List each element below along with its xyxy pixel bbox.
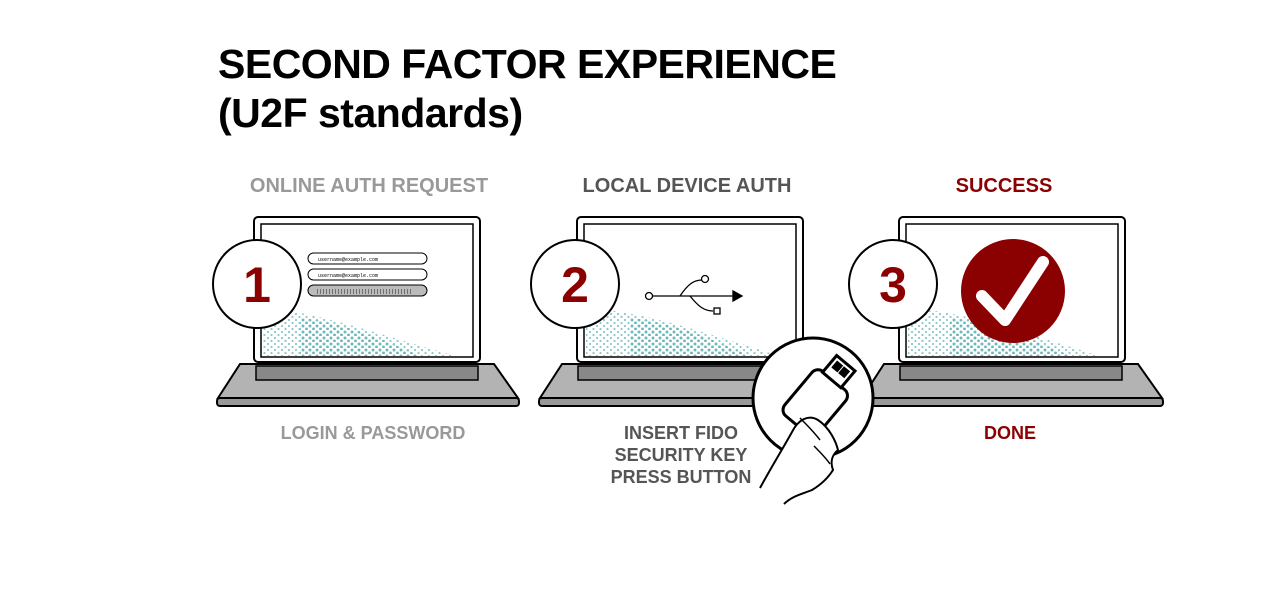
- step-3-sublabel: DONE: [983, 423, 1036, 443]
- step-3-label: SUCCESS: [955, 175, 1053, 197]
- step-3-number-badge: 3: [848, 239, 938, 329]
- step-2-number-badge: 2: [530, 239, 620, 329]
- login-form: username@example.com username@example.co…: [307, 252, 428, 297]
- step-1-number: 1: [243, 257, 271, 313]
- username-field-value: username@example.com: [318, 257, 378, 263]
- title-line-2: (U2F standards): [218, 90, 523, 136]
- step-2-number: 2: [561, 257, 589, 313]
- step-2-sublabel-line-1: INSERT FIDO: [623, 423, 738, 443]
- password-field: [307, 284, 428, 297]
- checkmark-circle-icon: [961, 239, 1065, 343]
- step-1-sublabel: LOGIN & PASSWORD: [280, 423, 466, 443]
- email-field-value: username@example.com: [318, 273, 378, 279]
- step-2-label: LOCAL DEVICE AUTH: [582, 175, 792, 197]
- step-2-sublabel-line-2: SECURITY KEY: [614, 445, 748, 465]
- usb-icon: [644, 274, 744, 315]
- email-field: [307, 268, 428, 281]
- password-mask: ||||||||||||||||||||||||||||||||: [316, 289, 412, 295]
- username-field: [307, 252, 428, 265]
- step-2-sublabel: INSERT FIDO SECURITY KEY PRESS BUTTON: [531, 422, 831, 488]
- title-line-1: SECOND FACTOR EXPERIENCE: [218, 41, 837, 87]
- step-1-number-badge: 1: [212, 239, 302, 329]
- step-1-label: ONLINE AUTH REQUEST: [249, 175, 489, 197]
- diagram-title: SECOND FACTOR EXPERIENCE (U2F standards): [218, 40, 837, 138]
- hand-pressing-usb-key-icon: [751, 336, 875, 505]
- step-2-sublabel-line-3: PRESS BUTTON: [610, 467, 752, 487]
- step-3-number: 3: [879, 257, 907, 313]
